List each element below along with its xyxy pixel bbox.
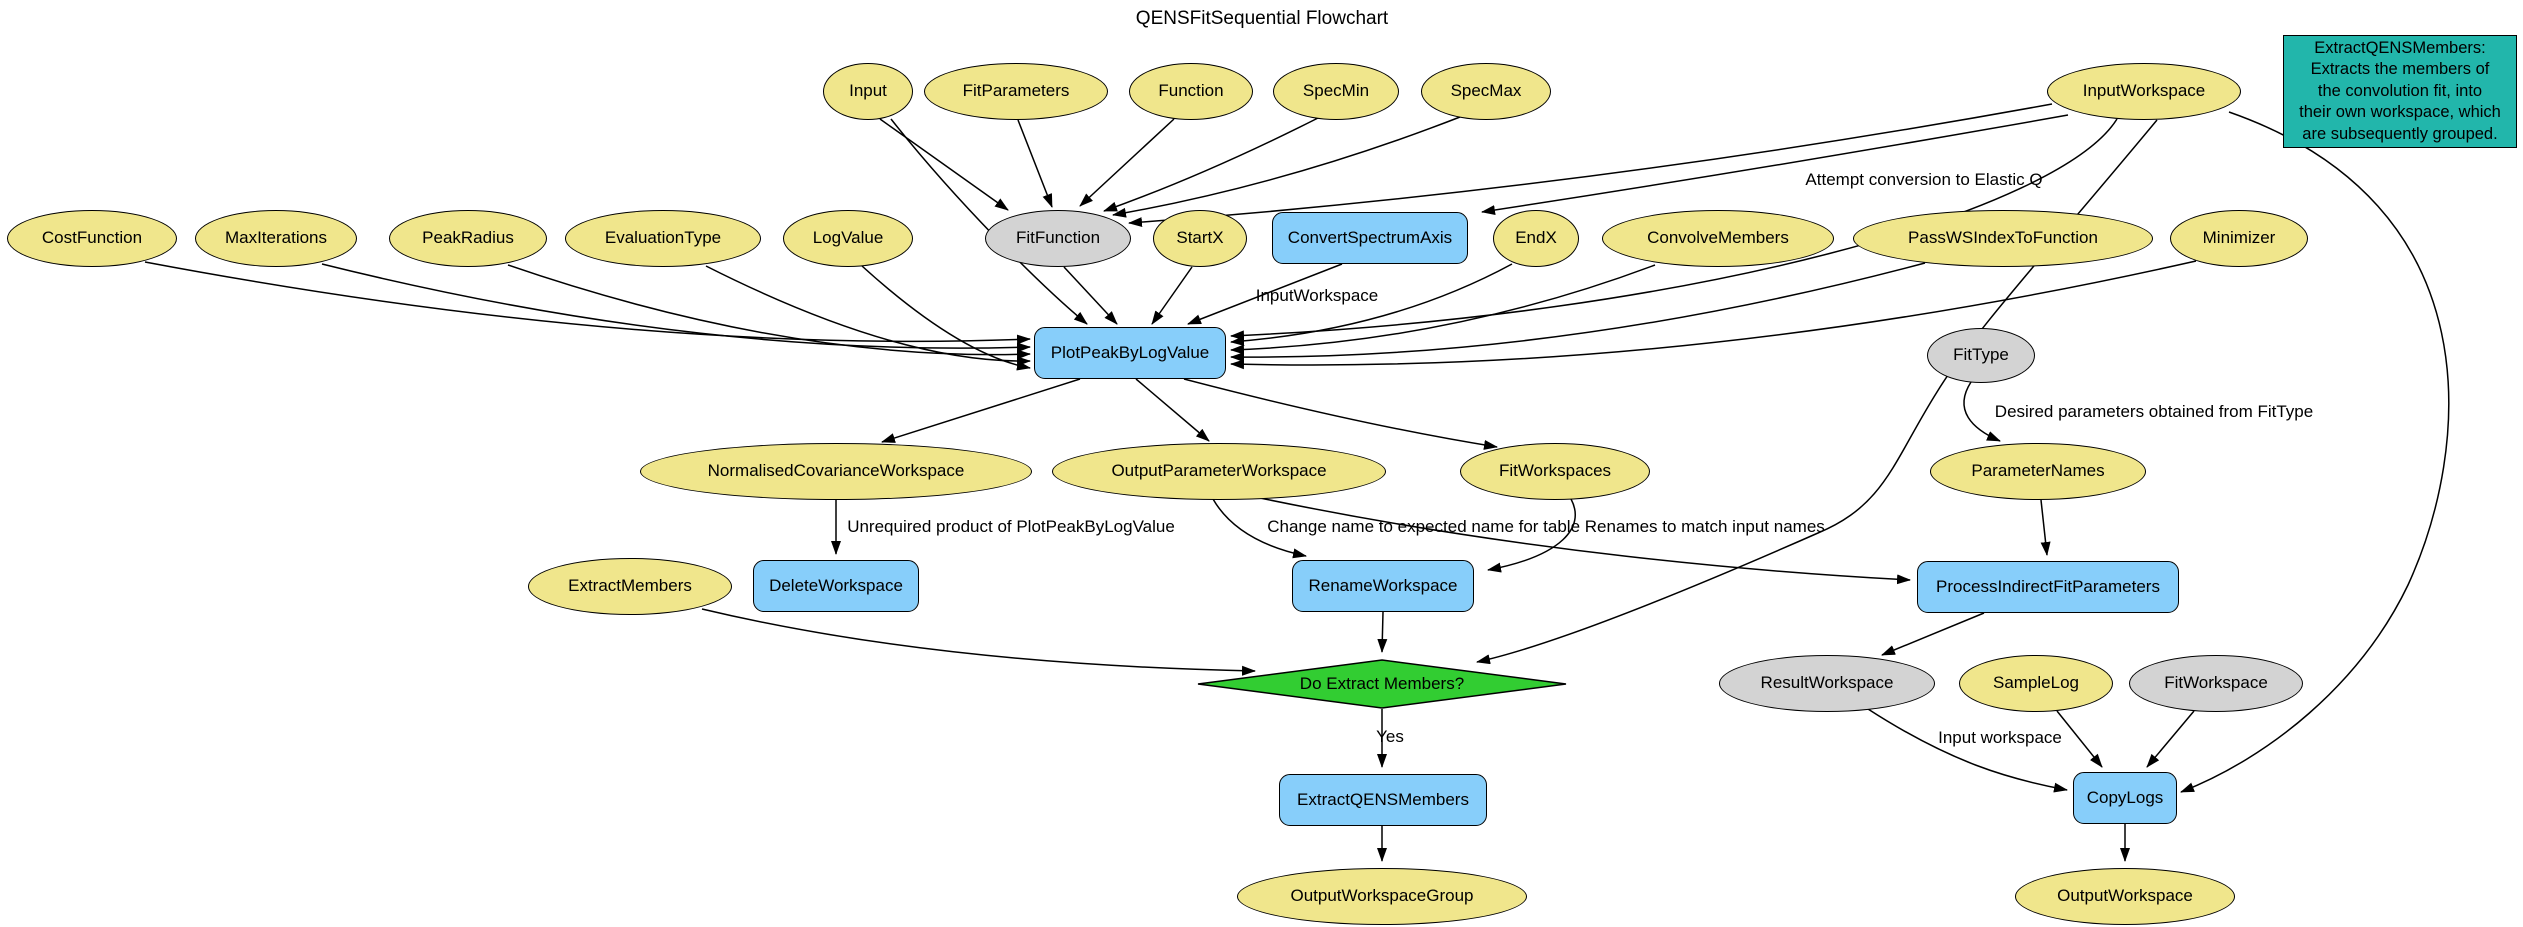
edge-function-to-fitfunction [1079, 118, 1175, 207]
edge-inputworkspace-to-plotpeakbylogvalue [1230, 118, 2118, 341]
edge-fittype-to-parameternames [1963, 381, 2001, 442]
edge-label-input-workspace-copylogs: Input workspace [1938, 728, 2062, 747]
edge-fitworkspace-to-copylogs [2146, 710, 2195, 768]
edge-label-change-name: Change name to expected name for table R… [1267, 517, 1825, 536]
edge-processindirectfitparameters-to-resultworkspace [1881, 612, 1985, 656]
node-doextractmembers: Do Extract Members? [1196, 659, 1568, 709]
edge-inputworkspace-to-copylogs [2180, 111, 2450, 793]
edge-input-to-fitfunction [879, 118, 1009, 211]
edge-specmin-to-fitfunction [1103, 117, 1319, 212]
node-specmax: SpecMax [1421, 62, 1551, 120]
node-processindirectfitparameters: ProcessIndirectFitParameters [1917, 561, 2179, 613]
node-outputworkspacegroup: OutputWorkspaceGroup [1237, 867, 1527, 925]
edge-fitparameters-to-fitfunction [1017, 119, 1053, 208]
node-resultworkspace: ResultWorkspace [1719, 654, 1935, 712]
node-outputworkspace: OutputWorkspace [2015, 867, 2235, 925]
node-endx: EndX [1493, 209, 1579, 267]
node-convolvemembers: ConvolveMembers [1602, 209, 1834, 267]
edge-outputparameterworkspace-to-processindirectfitparameters [1259, 497, 1911, 585]
node-renameworkspace: RenameWorkspace [1292, 560, 1474, 612]
node-fittype: FitType [1927, 327, 2035, 383]
edge-resultworkspace-to-copylogs [1867, 708, 2068, 793]
node-specmin: SpecMin [1273, 62, 1399, 120]
edge-label-desired-parameters: Desired parameters obtained from FitType [1994, 402, 2314, 421]
node-label: Do Extract Members? [1299, 674, 1465, 693]
edge-convolvemembers-to-plotpeakbylogvalue [1230, 264, 1656, 355]
edge-maxiterations-to-plotpeakbylogvalue [321, 263, 1031, 353]
node-evaluationtype: EvaluationType [565, 209, 761, 267]
edge-inputworkspace-to-fitfunction [1128, 103, 2053, 228]
edge-extractmembers-to-doextractmembers [701, 608, 1256, 676]
node-fitworkspace: FitWorkspace [2129, 654, 2303, 712]
edge-parameternames-to-processindirectfitparameters [2040, 499, 2051, 556]
node-fitfunction: FitFunction [985, 209, 1131, 267]
node-minimizer: Minimizer [2170, 209, 2308, 267]
edge-label-unrequired-product: Unrequired product of PlotPeakByLogValue [847, 517, 1175, 536]
node-function: Function [1129, 62, 1253, 120]
edge-label-inputworkspace-edge: InputWorkspace [1255, 286, 1379, 305]
edge-costfunction-to-plotpeakbylogvalue [144, 261, 1031, 345]
edge-plotpeakbylogvalue-to-normalisedcovarianceworkspace [881, 378, 1081, 443]
node-fitworkspaces: FitWorkspaces [1460, 442, 1650, 500]
page-title: QENSFitSequential Flowchart [1135, 8, 1389, 29]
node-input: Input [823, 62, 913, 120]
edge-minimizer-to-plotpeakbylogvalue [1230, 260, 2197, 370]
node-extractqensmembers: ExtractQENSMembers [1279, 774, 1487, 826]
edge-peakradius-to-plotpeakbylogvalue [507, 264, 1031, 360]
edge-logvalue-to-plotpeakbylogvalue [861, 265, 1031, 371]
edge-specmax-to-fitfunction [1112, 116, 1461, 218]
edge-outputparameterworkspace-to-renameworkspace [1212, 498, 1307, 559]
edge-evaluationtype-to-plotpeakbylogvalue [705, 265, 1031, 367]
edge-samplelog-to-copylogs [2056, 710, 2103, 768]
node-deleteworkspace: DeleteWorkspace [753, 560, 919, 612]
node-inputworkspace: InputWorkspace [2047, 62, 2241, 120]
edge-inputworkspace-to-convertspectrumaxis [1481, 114, 2069, 215]
node-plotpeakbylogvalue: PlotPeakByLogValue [1034, 327, 1226, 379]
edge-label-yes: Yes [1376, 727, 1404, 746]
node-normalisedcovarianceworkspace: NormalisedCovarianceWorkspace [640, 442, 1032, 500]
node-convertspectrumaxis: ConvertSpectrumAxis [1272, 212, 1468, 264]
node-passwsindextofunction: PassWSIndexToFunction [1853, 209, 2153, 267]
diamond-shape [1197, 659, 1567, 709]
node-maxiterations: MaxIterations [195, 209, 357, 267]
edge-plotpeakbylogvalue-to-fitworkspaces [1183, 378, 1498, 450]
note-extractqensmembers: ExtractQENSMembers: Extracts the members… [2283, 35, 2517, 148]
edge-inputworkspace-to-doextractmembers [1476, 119, 2158, 665]
edge-convertspectrumaxis-to-plotpeakbylogvalue [1187, 263, 1343, 325]
edge-renameworkspace-to-doextractmembers [1377, 611, 1388, 653]
edge-endx-to-plotpeakbylogvalue [1230, 263, 1513, 347]
node-parameternames: ParameterNames [1930, 442, 2146, 500]
node-outputparameterworkspace: OutputParameterWorkspace [1052, 442, 1386, 500]
edge-plotpeakbylogvalue-to-outputparameterworkspace [1135, 378, 1210, 442]
node-logvalue: LogValue [783, 209, 913, 267]
edge-startx-to-plotpeakbylogvalue [1151, 266, 1193, 325]
node-fitparameters: FitParameters [924, 62, 1108, 120]
node-startx: StartX [1153, 209, 1247, 267]
edge-fitfunction-to-plotpeakbylogvalue [1063, 266, 1118, 325]
edge-passwsindextofunction-to-plotpeakbylogvalue [1230, 262, 1926, 363]
edge-label-attempt-conversion: Attempt conversion to Elastic Q [1805, 170, 2043, 189]
node-costfunction: CostFunction [7, 209, 177, 267]
node-peakradius: PeakRadius [389, 209, 547, 267]
node-samplelog: SampleLog [1959, 654, 2113, 712]
edge-fitworkspaces-to-renameworkspace [1487, 498, 1576, 573]
node-extractmembers: ExtractMembers [528, 557, 732, 615]
node-copylogs: CopyLogs [2073, 772, 2177, 824]
